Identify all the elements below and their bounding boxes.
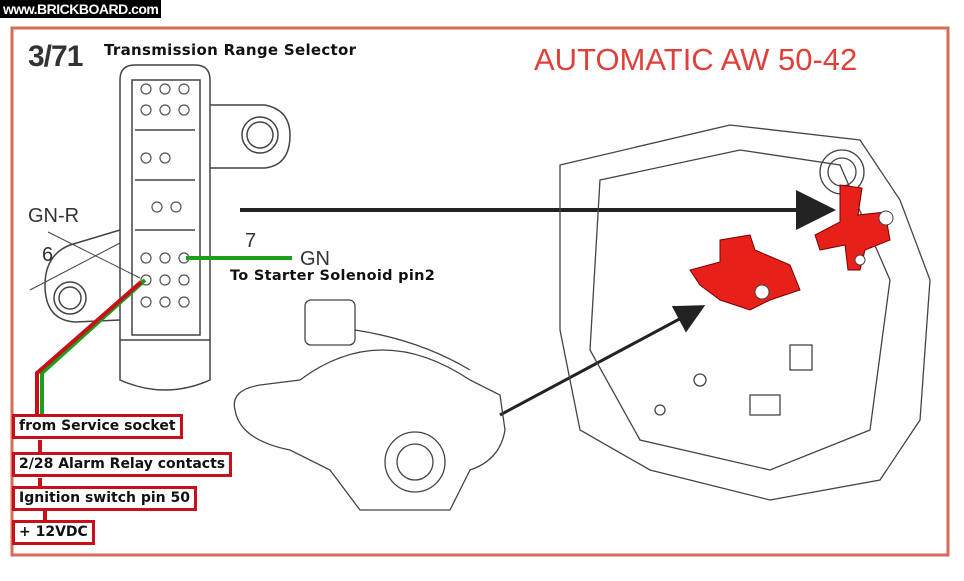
component-title: Transmission Range Selector bbox=[104, 41, 357, 59]
gn-r-wire-green bbox=[40, 278, 147, 415]
chain-box-service-socket: from Service socket bbox=[12, 414, 183, 439]
starter-note: To Starter Solenoid pin2 bbox=[230, 268, 436, 284]
bolt-icon bbox=[754, 284, 770, 300]
wire-label-gn: GN bbox=[300, 248, 330, 270]
bolt-icon bbox=[854, 254, 866, 266]
leader-line bbox=[29, 242, 121, 291]
wire-label-gn-r: GN-R bbox=[28, 205, 80, 227]
figure-number: 3/71 bbox=[28, 40, 83, 73]
bolt-icon bbox=[878, 210, 894, 226]
connector-pins bbox=[140, 83, 190, 308]
pin-label-7: 7 bbox=[245, 230, 257, 252]
watermark: www.BRICKBOARD.com bbox=[0, 0, 162, 18]
figure-border bbox=[10, 26, 950, 557]
transmission-illustration bbox=[559, 124, 931, 501]
pin-label-6: 6 bbox=[42, 244, 54, 266]
arrow-to-switch bbox=[499, 305, 706, 417]
chain-box-ignition-switch: Ignition switch pin 50 bbox=[12, 486, 197, 511]
range-selector-connector bbox=[44, 64, 291, 391]
chain-links bbox=[38, 440, 47, 521]
range-switch-illustration bbox=[233, 299, 506, 511]
gn-r-wire-red bbox=[35, 280, 143, 415]
model-title: AUTOMATIC AW 50-42 bbox=[534, 42, 858, 77]
leader-line bbox=[47, 231, 141, 279]
chain-box-12vdc: + 12VDC bbox=[12, 520, 95, 545]
selector-lever-red bbox=[689, 184, 891, 311]
chain-box-alarm-relay: 2/28 Alarm Relay contacts bbox=[12, 452, 233, 477]
